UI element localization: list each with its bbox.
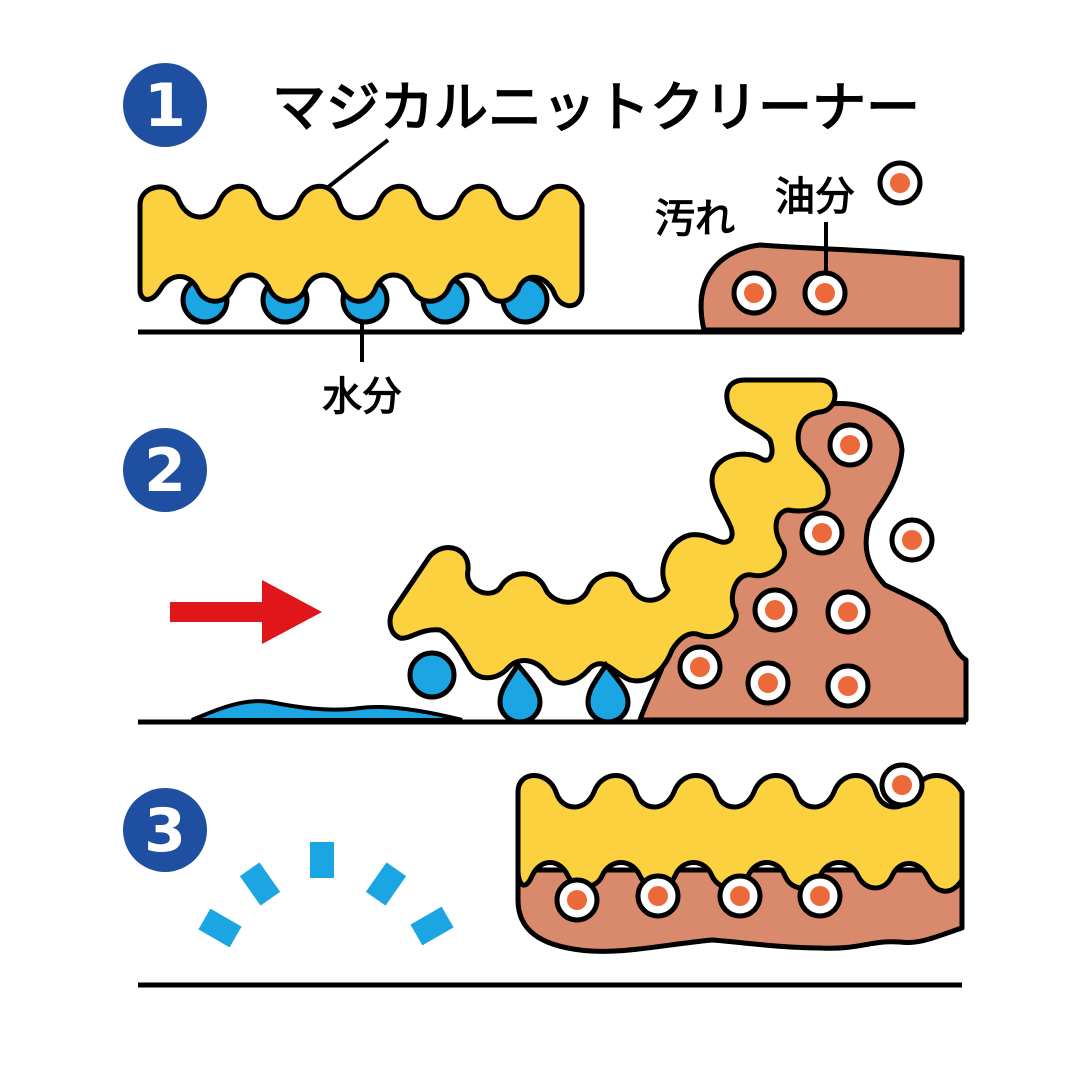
direction-arrow-icon (170, 580, 322, 644)
step-2-oil-dot (755, 590, 795, 630)
step-3-oil-dot (720, 876, 760, 916)
water-label: 水分 (322, 374, 402, 420)
step-1-oil-dot (805, 273, 845, 313)
step-1: 1 マジカルニットクリーナー 水分 汚れ 油分 (123, 63, 965, 420)
step-3-oil-dot (557, 880, 597, 920)
step-2-water-drop (497, 660, 543, 725)
step-3-number: 3 (144, 796, 186, 866)
step-3-oil-dot (638, 876, 678, 916)
step-2: 2 (123, 377, 969, 725)
step-2-water-drop (585, 660, 631, 725)
step-2-cleaner (387, 377, 838, 686)
step-2-oil-dot (748, 663, 788, 703)
oil-label: 油分 (775, 174, 855, 220)
step-1-oil-dot (880, 163, 920, 203)
step-2-oil-dot (830, 425, 870, 465)
dirt-label: 汚れ (655, 196, 735, 242)
step-3-badge: 3 (123, 788, 207, 872)
step-3-cleaner (515, 773, 965, 894)
step-2-oil-dot (828, 666, 868, 706)
step-1-number: 1 (144, 71, 186, 141)
step-2-number: 2 (144, 436, 186, 506)
cleaner-leader-line (320, 138, 390, 194)
evaporation-marks (198, 842, 454, 948)
step-3-oil-dot (882, 765, 922, 805)
step-2-oil-dot (892, 520, 932, 560)
step-2-badge: 2 (123, 428, 207, 512)
step-1-badge: 1 (123, 63, 207, 147)
step-2-water-drop (407, 650, 457, 700)
step-2-oil-dot (802, 513, 842, 553)
step-2-water-puddle (191, 699, 463, 722)
step-1-oil-dot (734, 273, 774, 313)
step-3-oil-dot (800, 876, 840, 916)
step-3: 3 (123, 765, 965, 988)
step-1-cleaner (137, 183, 585, 309)
step-2-oil-dot (828, 592, 868, 632)
cleaner-label: マジカルニットクリーナー (272, 76, 920, 139)
step-2-oil-dot (680, 647, 720, 687)
